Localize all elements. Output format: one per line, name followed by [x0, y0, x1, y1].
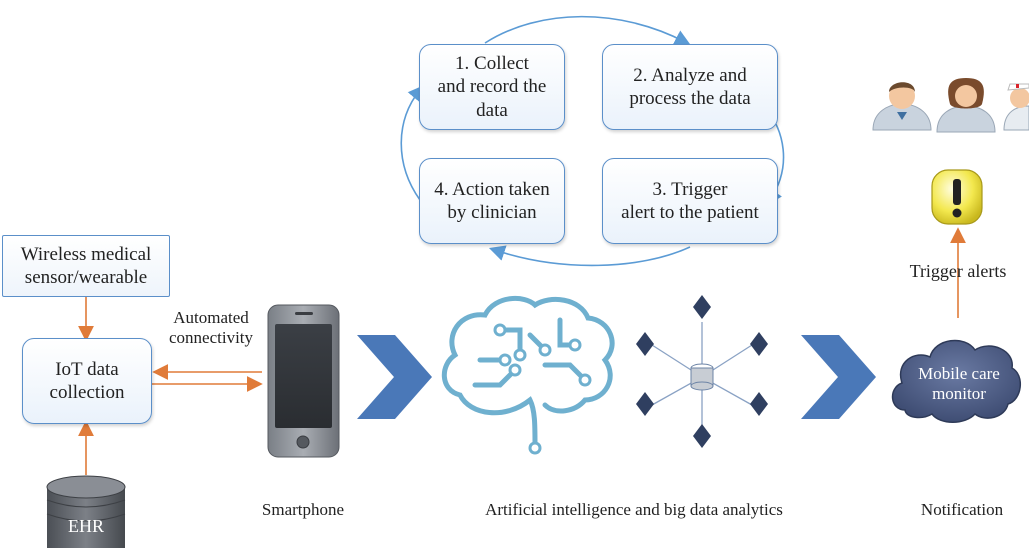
ehr-database-icon: [46, 475, 126, 548]
alert-icon: [931, 169, 983, 225]
cycle-step-3-box: 3. Trigger alert to the patient: [602, 158, 778, 244]
automated-connectivity-label: Automated connectivity: [168, 308, 254, 348]
chevron-arrow-2: [801, 335, 876, 419]
cycle-step-2-box: 2. Analyze and process the data: [602, 44, 778, 130]
nurse-icon: [1003, 83, 1029, 131]
trigger-alerts-label: Trigger alerts: [909, 261, 1007, 281]
iot-data-collection-box: IoT data collection: [22, 338, 152, 424]
iot-data-collection-text: IoT data collection: [49, 358, 125, 403]
smartphone-icon: [267, 304, 340, 458]
brain-circuit-nodes: [493, 323, 592, 455]
sensor-text: Wireless medical sensor/wearable: [20, 243, 152, 288]
cycle-arrow-bottom: [488, 245, 691, 267]
cycle-arrow-left: [400, 85, 425, 201]
mobile-care-cloud-icon: [891, 339, 1021, 423]
orange-arrows: [78, 227, 966, 475]
mobile-care-monitor-label: Mobile care monitor: [918, 364, 1000, 404]
doctor-female-icon: [936, 78, 996, 133]
sensor-box: Wireless medical sensor/wearable: [2, 235, 170, 297]
cycle-arrow-top: [484, 15, 691, 45]
cycle-step-3-text: 3. Trigger alert to the patient: [621, 178, 759, 223]
cycle-step-1-box: 1. Collect and record the data: [419, 44, 565, 130]
cycle-step-1-text: 1. Collect and record the data: [437, 53, 547, 121]
chevron-arrow-1: [357, 335, 432, 419]
notification-label: Notification: [920, 500, 1004, 519]
ehr-label: EHR: [68, 516, 104, 536]
cycle-step-2-text: 2. Analyze and process the data: [629, 64, 751, 109]
doctor-male-icon: [872, 82, 932, 131]
cycle-step-4-text: 4. Action taken by clinician: [434, 178, 550, 223]
ai-analytics-label: Artificial intelligence and big data ana…: [485, 500, 783, 519]
brain-circuit-icon: [441, 295, 615, 448]
big-data-network-icon: [636, 295, 768, 448]
smartphone-label: Smartphone: [261, 500, 345, 519]
cycle-step-4-box: 4. Action taken by clinician: [419, 158, 565, 244]
